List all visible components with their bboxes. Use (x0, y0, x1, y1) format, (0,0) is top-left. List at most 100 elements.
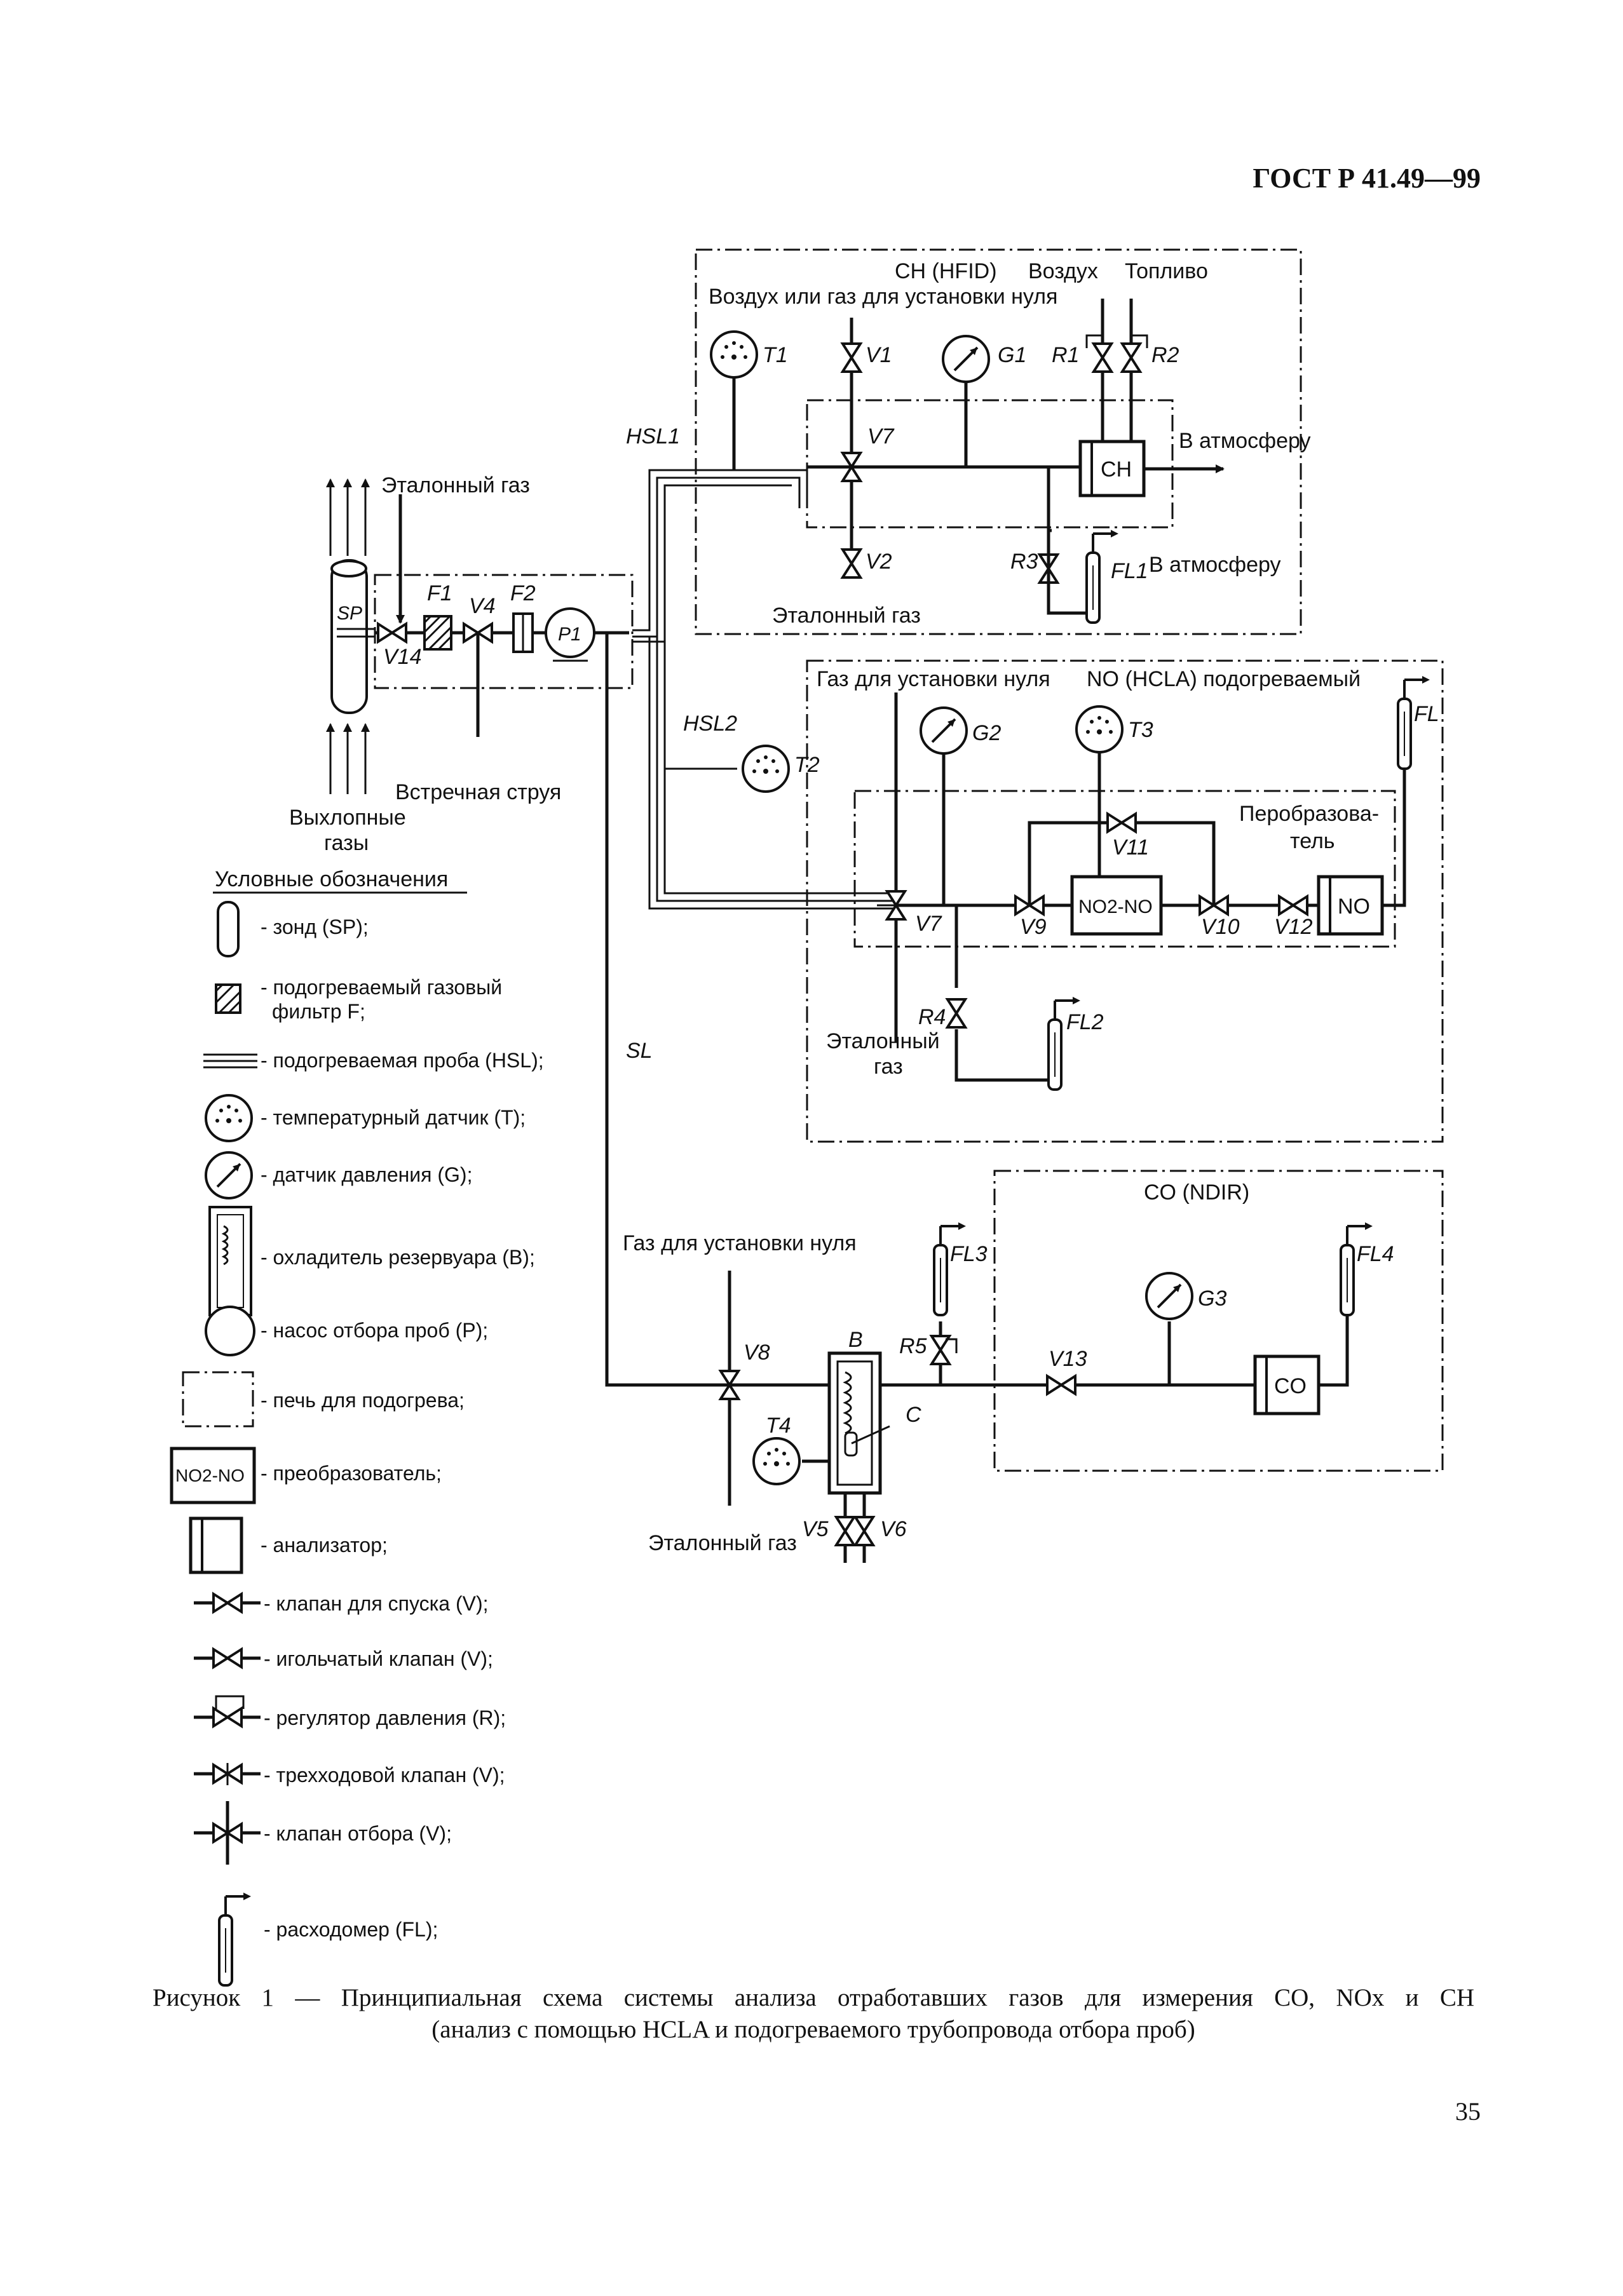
valve-v14-icon[interactable] (377, 623, 407, 643)
temperature-sensor-t1-icon (710, 330, 758, 379)
pressure-gauge-g2-icon (920, 706, 968, 755)
sample-probe-group (326, 478, 375, 794)
label-analyzer-ch: CH (1101, 457, 1132, 482)
temperature-sensor-t3-icon (1075, 705, 1124, 753)
valve-v5-icon[interactable] (835, 1516, 855, 1546)
label-fuel: Топливо (1125, 259, 1208, 283)
legend-converter-symbol-label: NO2-NO (175, 1466, 245, 1485)
legend-item-regulator: - регулятор давления (R); (264, 1706, 506, 1729)
label-to-atmosphere-1: В атмосферу (1179, 429, 1311, 453)
valve-v11-icon[interactable] (1106, 813, 1137, 833)
label-v9: V9 (1020, 915, 1047, 939)
label-converter-1: Перобразова- (1239, 802, 1379, 826)
label-span-gas-co: Эталонный газ (648, 1531, 797, 1555)
label-r3: R3 (1010, 550, 1038, 574)
caption-line-2: (анализ с помощью HCLA и подогреваемого … (431, 2016, 1195, 2043)
label-r2: R2 (1151, 343, 1179, 367)
label-g3: G3 (1198, 1286, 1226, 1311)
label-converter-box: NO2-NO (1078, 896, 1153, 917)
label-sp: SP (337, 603, 362, 624)
figure-caption: Рисунок 1 — Принципиальная схема системы… (153, 1982, 1474, 2046)
pressure-gauge-g3-icon (1145, 1272, 1193, 1320)
regulator-r4-icon[interactable] (946, 998, 967, 1029)
legend-item-filter-1: - подогреваемый газовый (261, 976, 502, 999)
label-zero-gas-co: Газ для установки нуля (623, 1231, 857, 1255)
label-fl1: FL1 (1111, 559, 1148, 583)
label-r4: R4 (918, 1005, 946, 1029)
legend-title: Условные обозначения (215, 867, 448, 891)
legend-item-temp: - температурный датчик (T); (261, 1106, 526, 1129)
label-fl4: FL4 (1357, 1242, 1394, 1266)
label-v13: V13 (1049, 1347, 1087, 1371)
label-hsl2: HSL2 (683, 712, 737, 736)
label-f1: F1 (427, 581, 452, 605)
label-t4: T4 (766, 1414, 791, 1438)
label-no-hcla: NO (HCLA) подогреваемый (1087, 667, 1361, 691)
label-span-gas-ch: Эталонный газ (772, 604, 921, 628)
label-analyzer-no: NO (1338, 895, 1370, 919)
label-v7-ch: V7 (867, 424, 895, 449)
label-fl3: FL3 (950, 1242, 988, 1266)
label-v1: V1 (866, 343, 892, 367)
flowmeter-fl4-icon (1340, 1221, 1373, 1316)
label-v6: V6 (880, 1517, 907, 1541)
label-to-atmosphere-2: В атмосферу (1149, 553, 1281, 577)
pump-p1 (545, 607, 595, 658)
legend-item-drain-valve: - клапан для спуска (V); (264, 1592, 489, 1615)
label-v10: V10 (1201, 915, 1240, 939)
label-air: Воздух (1028, 259, 1098, 283)
label-zero-gas-no: Газ для установки нуля (817, 667, 1050, 691)
label-r1: R1 (1052, 343, 1079, 367)
legend-item-needle-valve: - игольчатый клапан (V); (264, 1647, 493, 1670)
regulator-r1-icon[interactable] (1092, 342, 1113, 373)
valve-v1-icon[interactable] (841, 342, 862, 373)
page-header-standard: ГОСТ Р 41.49—99 (1253, 163, 1481, 194)
label-v12: V12 (1274, 915, 1313, 939)
label-converter-2: тель (1290, 829, 1335, 853)
legend-item-cooler: - охладитель резервуара (B); (261, 1246, 535, 1269)
label-hsl1: HSL1 (626, 424, 680, 449)
heated-filter-f1 (423, 615, 452, 651)
oven-no-inner (853, 790, 1396, 948)
legend-item-converter: - преобразователь; (261, 1462, 442, 1485)
label-span-gas-top: Эталонный газ (381, 473, 530, 497)
label-zero-air-or-gas: Воздух или газ для установки нуля (709, 285, 1057, 309)
regulator-r2-icon[interactable] (1121, 342, 1141, 373)
flowmeter-fl3-icon (933, 1221, 966, 1316)
valve-v2-icon[interactable] (841, 548, 862, 579)
caption-line-1: Рисунок 1 — Принципиальная схема системы… (153, 1984, 1474, 2011)
valve-v12-icon[interactable] (1278, 895, 1308, 915)
valve-v13-icon[interactable] (1046, 1375, 1076, 1395)
oven-co (993, 1170, 1444, 1472)
converter-no2-no-box (1070, 875, 1163, 936)
legend-item-pump: - насос отбора проб (P); (261, 1319, 488, 1342)
legend-item-hsl: - подогреваемая проба (HSL); (261, 1049, 544, 1072)
page-number: 35 (1455, 2097, 1481, 2126)
label-exhaust-1: Выхлопные (289, 806, 406, 830)
label-b: B (848, 1328, 863, 1352)
label-fl2: FL2 (1066, 1010, 1104, 1034)
label-v2: V2 (866, 550, 892, 574)
legend-item-flowmeter: - расходомер (FL); (264, 1918, 438, 1941)
label-v11: V11 (1112, 835, 1149, 860)
temperature-sensor-t2-icon (742, 745, 790, 793)
label-exhaust-2: газы (324, 831, 369, 855)
label-v5: V5 (802, 1517, 829, 1541)
label-c: C (906, 1403, 921, 1427)
oven-ch-inner (806, 399, 1174, 529)
label-p1: P1 (558, 624, 581, 645)
legend-item-filter-2: фильтр F; (272, 1000, 365, 1023)
regulator-r5-icon[interactable] (930, 1335, 951, 1365)
legend-item-three-way-valve: - трехходовой клапан (V); (264, 1764, 505, 1786)
valve-v6-icon[interactable] (854, 1516, 874, 1546)
label-ch-hfid: CH (HFID) (895, 259, 997, 283)
label-v8: V8 (744, 1340, 770, 1365)
label-co-ndir: CO (NDIR) (1144, 1180, 1249, 1205)
legend-item-oven: - печь для подогрева; (261, 1389, 465, 1412)
legend-item-probe: - зонд (SP); (261, 915, 369, 938)
heated-sample-lines (632, 469, 896, 910)
legend-item-pressure: - датчик давления (G); (261, 1163, 472, 1186)
label-span-gas-no-1: Эталонный (826, 1029, 940, 1053)
label-v7-no: V7 (915, 912, 942, 936)
